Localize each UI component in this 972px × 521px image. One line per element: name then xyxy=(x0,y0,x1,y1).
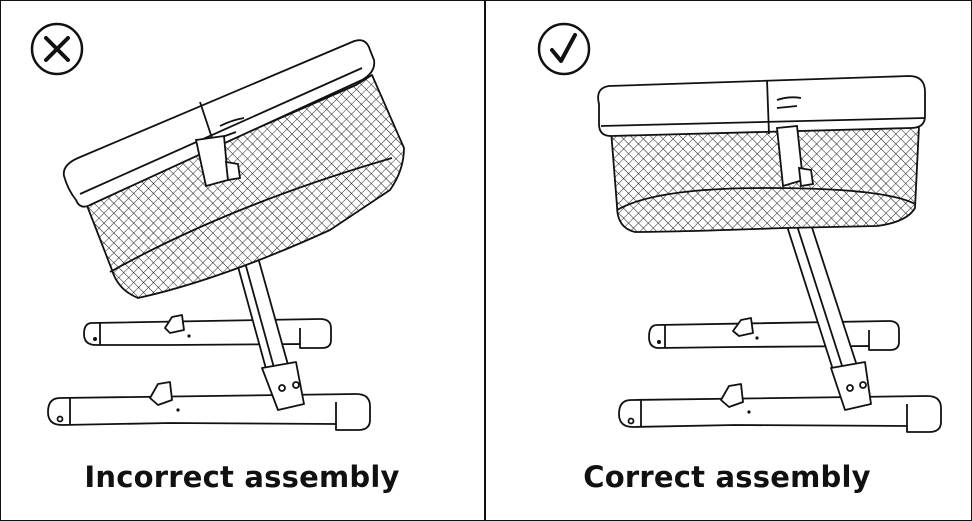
panel-correct: Correct assembly xyxy=(485,0,969,519)
upper-base-rail xyxy=(83,314,332,349)
caption-correct: Correct assembly xyxy=(583,460,871,494)
bassinet-basket xyxy=(62,39,405,299)
caption-incorrect: Incorrect assembly xyxy=(84,460,400,494)
x-mark-icon xyxy=(30,22,84,76)
lower-base-rail xyxy=(618,383,942,433)
panel-divider xyxy=(484,0,486,521)
panel-incorrect: Incorrect assembly xyxy=(0,0,484,519)
bassinet-clamp xyxy=(194,134,242,188)
check-mark-icon xyxy=(537,22,591,76)
lower-base-rail xyxy=(47,381,371,431)
upper-base-rail xyxy=(648,317,900,351)
correct-illustration xyxy=(537,22,942,433)
bassinet-clamp xyxy=(776,125,815,188)
incorrect-illustration xyxy=(30,22,405,431)
bassinet-basket xyxy=(597,75,926,233)
